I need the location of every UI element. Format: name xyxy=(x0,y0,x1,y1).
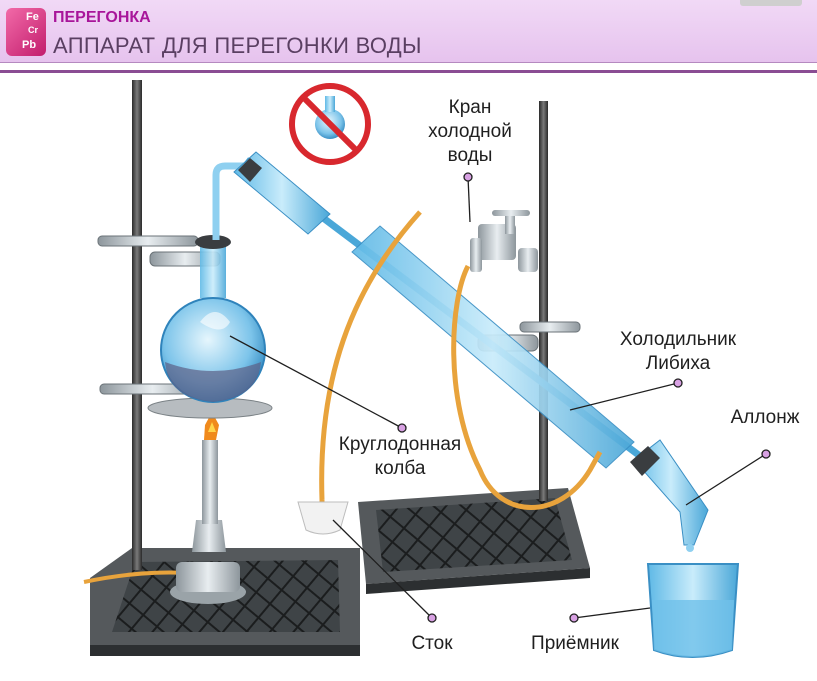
pointer-lines xyxy=(229,172,771,623)
right-stand-base xyxy=(358,488,590,594)
cold-water-tap xyxy=(470,210,538,272)
chemistry-logo-icon: Fe Cr Pb xyxy=(6,8,46,56)
gas-burner xyxy=(83,412,246,604)
distillation-apparatus-diagram xyxy=(83,80,771,658)
allonge xyxy=(630,439,709,546)
label-condenser: Холодильник Либиха xyxy=(619,329,737,374)
label-allonge: Аллонж xyxy=(730,407,800,428)
label-tap: Кран холодной воды xyxy=(428,97,512,166)
header-divider xyxy=(0,70,817,73)
drain-cup xyxy=(297,501,349,535)
no-flame-warning-icon xyxy=(289,83,371,165)
round-bottom-flask xyxy=(160,162,266,403)
label-drain: Сток xyxy=(411,633,453,654)
label-flask: Круглодонная колба xyxy=(338,434,462,479)
receiver-beaker xyxy=(646,544,740,658)
page-title: АППАРАТ ДЛЯ ПЕРЕГОНКИ ВОДЫ xyxy=(53,33,422,58)
liebig-condenser xyxy=(233,151,659,471)
header-bar: Fe Cr Pb ПЕРЕГОНКА АППАРАТ ДЛЯ ПЕРЕГОНКИ… xyxy=(0,0,817,63)
right-stand-rod xyxy=(539,101,548,501)
topic-label: ПЕРЕГОНКА xyxy=(53,9,151,26)
left-stand-rod xyxy=(132,80,142,570)
window-scroll-tab[interactable] xyxy=(740,0,802,6)
label-receiver: Приёмник xyxy=(531,633,619,654)
